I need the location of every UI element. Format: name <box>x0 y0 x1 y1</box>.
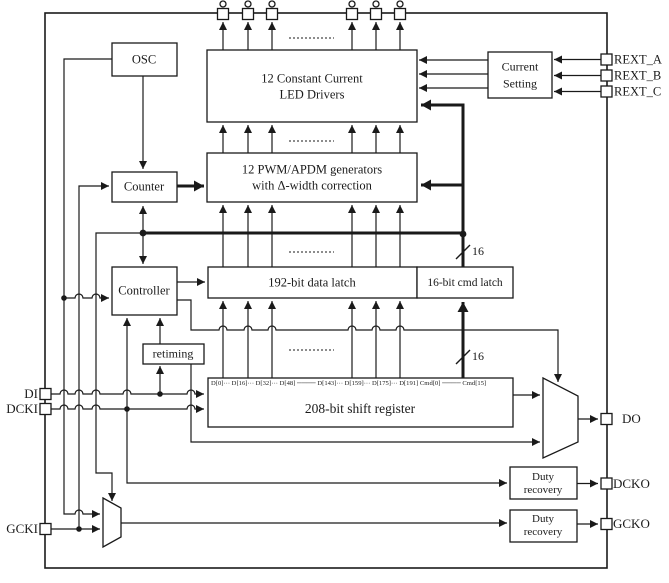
do-pin <box>600 412 613 426</box>
controller-block <box>111 266 178 316</box>
dcko-pin <box>600 477 613 490</box>
dcki-pin-label: DCKI <box>6 401 38 416</box>
retiming-block <box>142 343 205 365</box>
current-setting-block <box>487 51 553 99</box>
duty-recovery-2-label-line1: Duty <box>532 513 554 525</box>
shift-register-label: 208-bit shift register <box>304 401 416 416</box>
shift-register-block <box>207 377 514 428</box>
controller-label: Controller <box>118 283 170 298</box>
led-drivers-block <box>206 49 418 123</box>
osc-block <box>111 42 178 77</box>
out-pin <box>393 7 407 21</box>
do-pin-label: DO <box>622 411 641 426</box>
duty-recovery-1-block <box>509 466 578 500</box>
counter-block <box>111 171 178 203</box>
out-pin <box>216 7 230 21</box>
out-pad-circle <box>372 0 380 8</box>
dcko-pin-label: DCKO <box>613 476 650 491</box>
pwm-label-line1: 12 PWM/APDM generators <box>241 162 383 177</box>
ellipsis-separators <box>289 37 334 351</box>
dcki-pin <box>39 402 52 416</box>
out-pad-circle <box>396 0 404 8</box>
duty-recovery-2-label-line2: recovery <box>523 526 563 538</box>
pwm-generators-block <box>206 152 418 203</box>
cmd-latch-block <box>416 266 514 299</box>
out-pad-circle <box>348 0 356 8</box>
cmd-latch-label: 16-bit cmd latch <box>427 277 503 289</box>
cmd-bus-width-label-upper: 16 <box>472 244 484 258</box>
out-pad-circle <box>268 0 276 8</box>
duty-recovery-2-block <box>509 509 578 543</box>
bus-width-slashes <box>455 244 471 365</box>
shift-register-bit-labels: D[0]··· D[16]··· D[32]··· D[48] ──── D[1… <box>211 380 487 387</box>
out-pad-circle <box>244 0 252 8</box>
osc-label: OSC <box>131 52 157 67</box>
data-latch-label: 192-bit data latch <box>268 275 356 290</box>
cmd-bus-width-label-lower: 16 <box>472 349 484 363</box>
duty-recovery-1-label-line1: Duty <box>532 471 554 483</box>
out-pin <box>345 7 359 21</box>
pwm-label-line2: with Δ-width correction <box>252 178 372 193</box>
junction-dots <box>61 229 467 532</box>
data-latch-block <box>207 266 418 299</box>
di-pin <box>39 387 52 401</box>
rext-b-pin-label: REXT_B <box>614 68 662 83</box>
out-pad-circle <box>219 0 227 8</box>
cmd-bus-wires <box>143 99 469 378</box>
rext-c-pin <box>600 85 613 98</box>
chip-boundary <box>44 12 608 569</box>
gcki-pin-label: GCKI <box>6 521 38 536</box>
rext-a-pin-label: REXT_A <box>614 52 662 67</box>
retiming-label: retiming <box>152 346 194 361</box>
signal-wires <box>51 22 601 533</box>
di-pin-label: DI <box>24 386 38 401</box>
rext-b-pin <box>600 69 613 82</box>
gcki-pin <box>39 522 52 536</box>
gcko-pin-label: GCKO <box>613 516 650 531</box>
do-output-mux <box>542 376 579 460</box>
out-pin <box>265 7 279 21</box>
out-pin <box>241 7 255 21</box>
out-pin <box>369 7 383 21</box>
gck-select-mux <box>102 496 122 549</box>
current-setting-label-line1: Current <box>501 59 539 74</box>
duty-recovery-1-label-line2: recovery <box>523 484 563 496</box>
rext-c-pin-label: REXT_C <box>614 84 662 99</box>
led-drivers-label-line2: LED Drivers <box>279 87 345 102</box>
current-setting-label-line2: Setting <box>502 76 538 91</box>
led-drivers-label-line1: 12 Constant Current <box>261 71 363 86</box>
gcko-pin <box>600 517 613 531</box>
rext-a-pin <box>600 53 613 66</box>
counter-label: Counter <box>123 179 165 194</box>
